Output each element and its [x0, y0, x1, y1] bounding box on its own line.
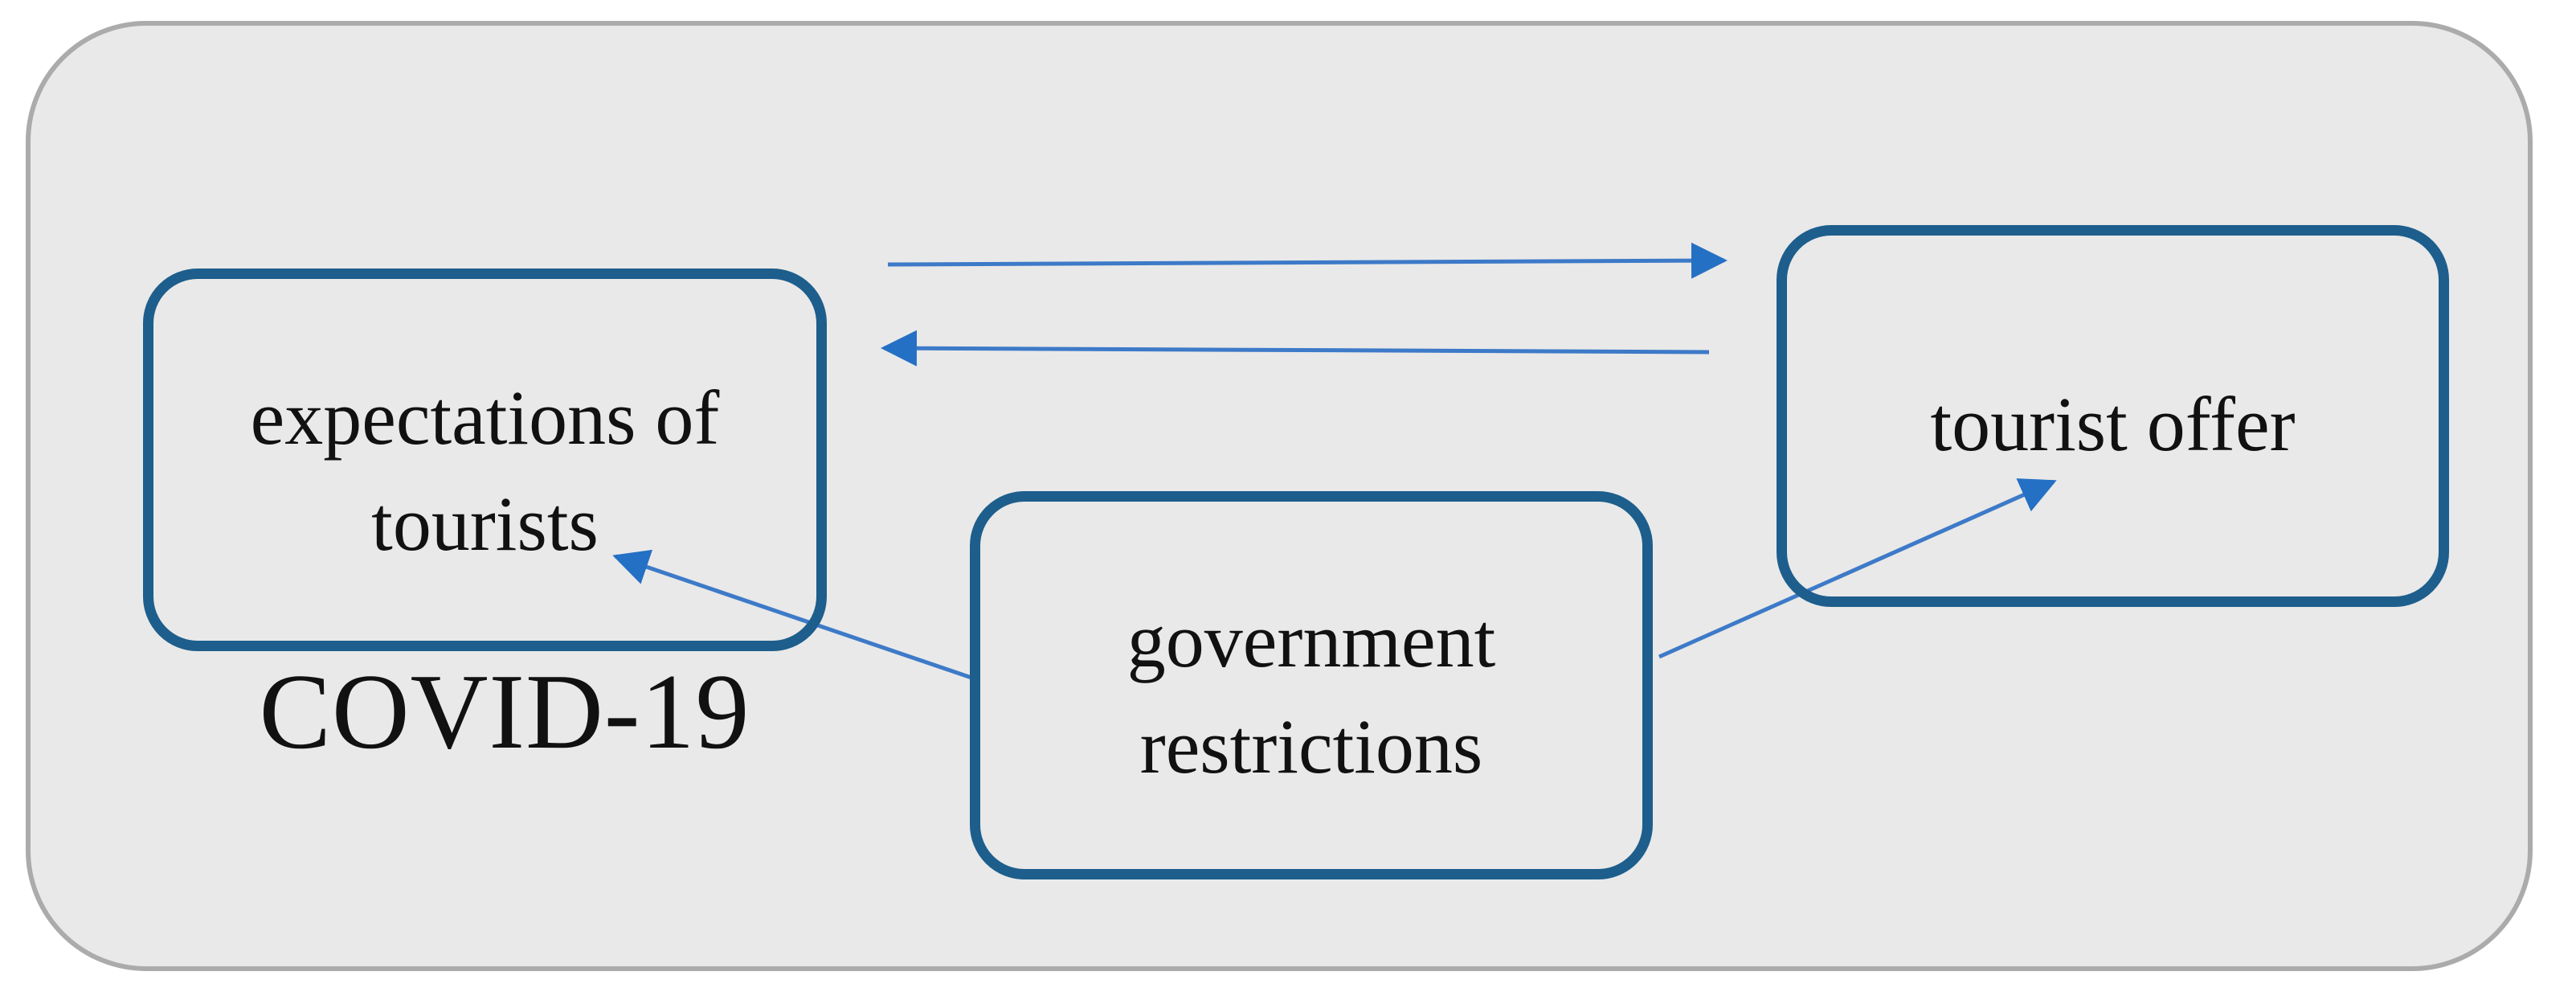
- node-label-line1: expectations of: [250, 375, 720, 461]
- node-label-line1: tourist offer: [1930, 380, 2296, 467]
- node-tourist-offer: tourist offer: [1777, 225, 2449, 607]
- node-label-line2: tourists: [371, 481, 599, 567]
- node-label: government restrictions: [1127, 588, 1496, 800]
- node-label: expectations of tourists: [251, 365, 720, 577]
- node-label-line2: restrictions: [1139, 703, 1483, 789]
- node-label: tourist offer: [1930, 371, 2295, 478]
- node-expectations-of-tourists: expectations of tourists: [143, 268, 827, 651]
- covid-19-label: COVID-19: [259, 652, 750, 771]
- node-label-line1: government: [1126, 596, 1496, 683]
- node-government-restrictions: government restrictions: [970, 491, 1653, 879]
